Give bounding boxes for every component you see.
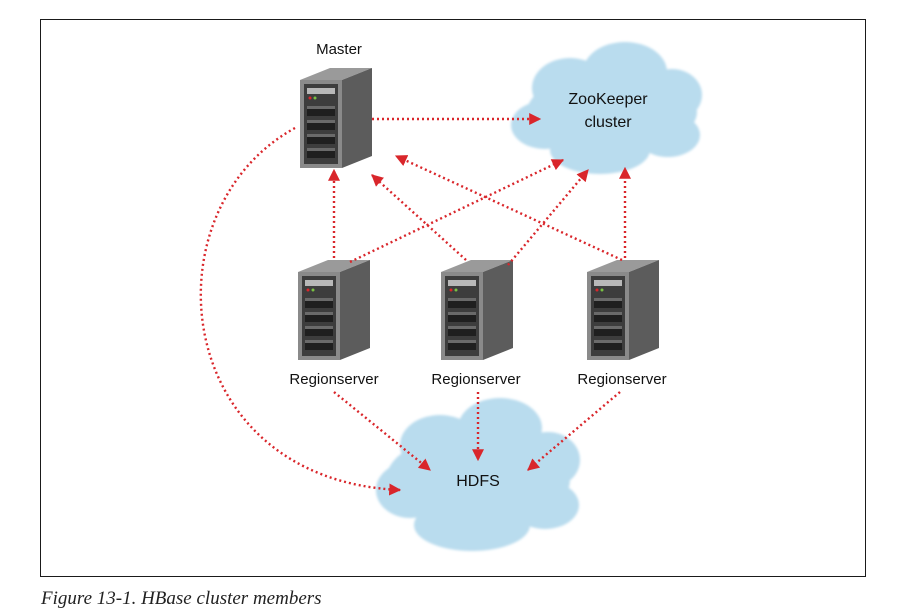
arrow-rs2-to-zookeeper — [507, 169, 589, 266]
master-server-icon — [300, 68, 372, 168]
regionserver-1-server-icon — [298, 260, 370, 360]
regionserver-3-label: Regionserver — [577, 371, 666, 388]
hdfs-label: HDFS — [456, 473, 500, 490]
zookeeper-label-line1: ZooKeeper — [568, 91, 648, 108]
arrow-rs1-to-zookeeper — [349, 158, 565, 264]
arrow-rs3-to-hdfs — [527, 391, 621, 471]
regionserver-1-label: Regionserver — [289, 371, 378, 388]
diagram-frame — [40, 19, 866, 577]
zookeeper-cloud-icon — [511, 42, 702, 174]
arrow-rs1-to-hdfs — [333, 391, 431, 471]
regionserver-3-server-icon — [587, 260, 659, 360]
figure-caption: Figure 13-1. HBase cluster members — [41, 588, 322, 609]
arrow-rs3-to-master — [394, 154, 623, 262]
regionserver-2-server-icon — [441, 260, 513, 360]
zookeeper-label-line2: cluster — [584, 114, 632, 131]
regionserver-2-label: Regionserver — [431, 371, 520, 388]
arrow-rs2-to-master — [371, 174, 467, 261]
master-label: Master — [316, 41, 362, 58]
